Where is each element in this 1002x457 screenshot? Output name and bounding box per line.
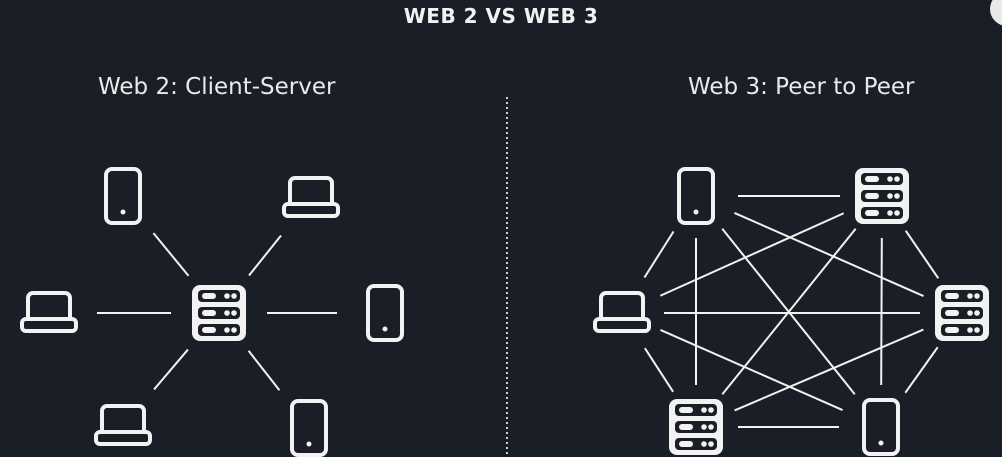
phone-icon — [677, 167, 715, 225]
connection-line — [247, 350, 281, 391]
connection-line — [248, 234, 282, 277]
connection-line — [734, 328, 924, 412]
laptop-icon — [593, 291, 651, 333]
server-icon — [192, 285, 246, 341]
web3-heading: Web 3: Peer to Peer — [688, 74, 915, 100]
connection-line — [659, 212, 845, 297]
page-title: WEB 2 VS WEB 3 — [403, 4, 599, 28]
connection-line — [734, 211, 924, 298]
laptop-icon — [94, 404, 152, 446]
connection-line — [152, 232, 190, 277]
web2-heading: Web 2: Client-Server — [98, 74, 336, 100]
connection-line — [644, 347, 674, 393]
web2-connections — [97, 232, 337, 391]
web3-nodes — [593, 167, 989, 456]
phone-icon — [862, 398, 900, 456]
connection-line — [153, 348, 189, 391]
phone-icon — [290, 399, 328, 457]
web3-connections — [643, 195, 940, 428]
connection-line — [904, 346, 939, 394]
connection-line — [904, 230, 940, 279]
phone-icon — [366, 284, 404, 342]
server-icon — [855, 168, 909, 224]
connection-line — [880, 237, 883, 386]
connection-line — [643, 230, 675, 279]
corner-avatar — [990, 0, 1002, 26]
server-icon — [669, 399, 723, 455]
server-icon — [935, 285, 989, 341]
laptop-icon — [282, 176, 340, 218]
laptop-icon — [20, 291, 78, 333]
web2-nodes — [20, 167, 404, 457]
connection-line — [660, 329, 843, 411]
phone-icon — [104, 167, 142, 225]
